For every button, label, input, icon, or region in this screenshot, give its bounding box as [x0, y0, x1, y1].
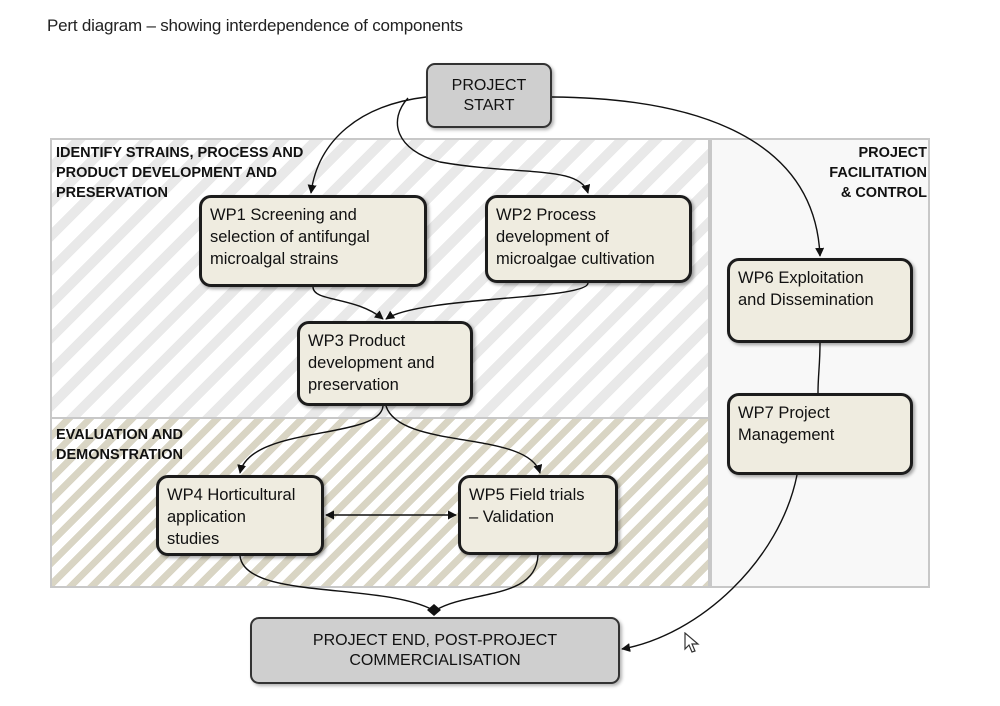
- wp6-line-2: and Dissemination: [738, 291, 874, 309]
- wp3-line-1: WP3 Product: [308, 332, 406, 350]
- wp3-line-3: preservation: [308, 376, 399, 394]
- wp6-line-1: WP6 Exploitation: [738, 269, 864, 287]
- wp3-node: WP3 Product development and preservation: [297, 321, 473, 406]
- project-start-node: PROJECT START: [426, 63, 552, 128]
- wp7-line-1: WP7 Project: [738, 404, 830, 422]
- region-project-facilitation: [710, 138, 930, 588]
- mouse-pointer-icon: [684, 632, 700, 653]
- wp4-line-1: WP4 Horticultural: [167, 486, 296, 504]
- project-end-line-2: COMMERCIALISATION: [349, 651, 521, 669]
- wp2-line-3: microalgae cultivation: [496, 250, 655, 268]
- wp7-line-2: Management: [738, 426, 835, 444]
- wp4-line-2: application: [167, 508, 246, 526]
- wp5-line-2: – Validation: [469, 508, 555, 526]
- page-title: Pert diagram – showing interdependence o…: [47, 16, 463, 35]
- wp7-node: WP7 Project Management: [727, 393, 913, 475]
- wp2-line-1: WP2 Process: [496, 206, 596, 224]
- project-end-line-1: PROJECT END, POST-PROJECT: [312, 631, 558, 649]
- wp4-node: WP4 Horticultural application studies: [156, 475, 324, 556]
- region-label-project-facilitation: PROJECT FACILITATION & CONTROL: [829, 145, 927, 201]
- wp1-node: WP1 Screening and selection of antifunga…: [199, 195, 427, 287]
- wp1-line-3: microalgal strains: [210, 250, 339, 268]
- wp6-node: WP6 Exploitation and Dissemination: [727, 258, 913, 343]
- wp1-line-2: selection of antifungal: [210, 228, 370, 246]
- wp5-line-1: WP5 Field trials: [469, 486, 585, 504]
- wp1-line-1: WP1 Screening and: [210, 206, 357, 224]
- project-start-line-1: PROJECT: [451, 76, 527, 94]
- wp2-line-2: development of: [496, 228, 609, 246]
- wp4-line-3: studies: [167, 530, 220, 548]
- merge-diamond: [427, 604, 441, 616]
- wp2-node: WP2 Process development of microalgae cu…: [485, 195, 692, 283]
- wp5-node: WP5 Field trials – Validation: [458, 475, 618, 555]
- project-start-line-2: START: [463, 96, 515, 114]
- region-label-evaluation: EVALUATION AND DEMONSTRATION: [56, 427, 184, 463]
- project-end-node: PROJECT END, POST-PROJECT COMMERCIALISAT…: [250, 617, 620, 684]
- wp3-line-2: development and: [308, 354, 435, 372]
- region-label-identify-strains: IDENTIFY STRAINS, PROCESS AND PRODUCT DE…: [56, 145, 304, 201]
